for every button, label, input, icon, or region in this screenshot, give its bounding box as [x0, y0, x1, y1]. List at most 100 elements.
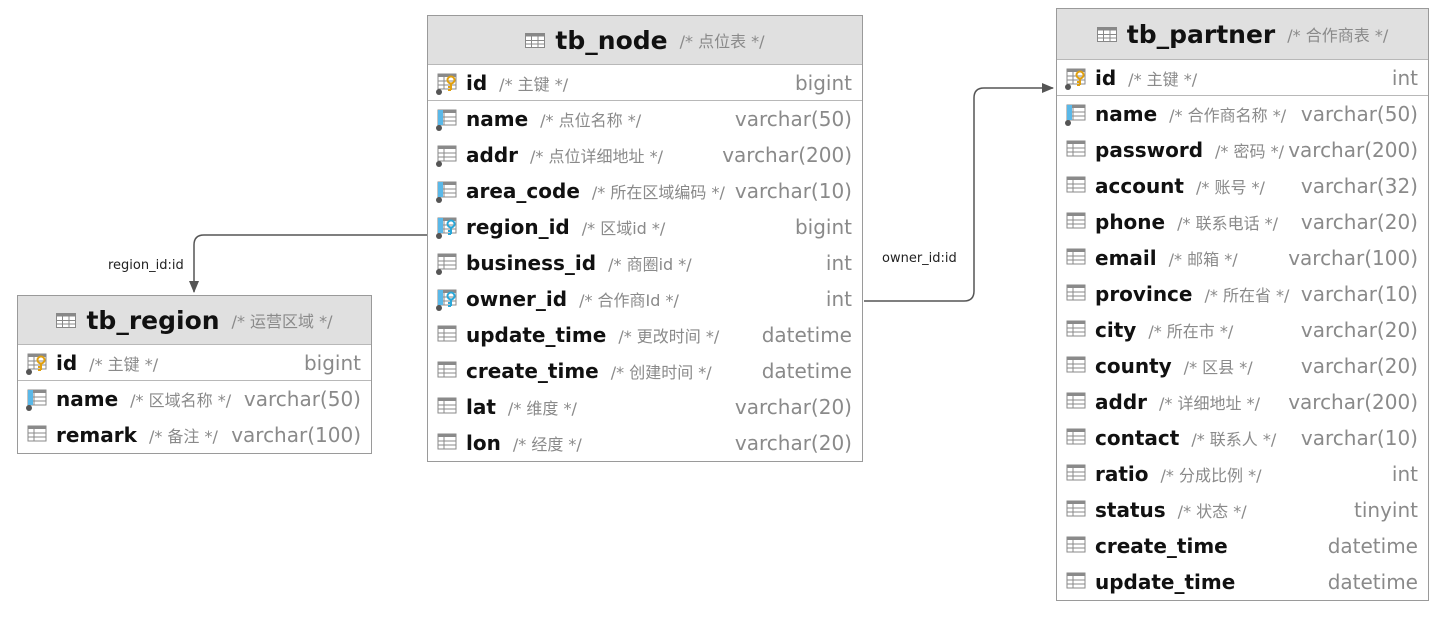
column-comment: /* 所在省 */	[1204, 286, 1290, 305]
column-icon	[436, 431, 460, 455]
table-tb-partner[interactable]: tb_partner /* 合作商表 */ id/* 主键 */int name…	[1056, 8, 1429, 601]
column-comment: /* 状态 */	[1177, 502, 1247, 521]
table-row[interactable]: addr /* 点位详细地址 */ varchar(200)	[428, 137, 862, 173]
column-type: varchar(50)	[1300, 102, 1418, 126]
table-row[interactable]: create_time/* 创建时间 */datetime	[428, 353, 862, 389]
table-row[interactable]: ratio/* 分成比例 */int	[1057, 456, 1428, 492]
column-comment: /* 备注 */	[148, 427, 218, 446]
column-type: varchar(50)	[243, 387, 361, 411]
table-row[interactable]: contact/* 联系人 */varchar(10)	[1057, 420, 1428, 456]
column-comment: /* 点位名称 */	[540, 111, 642, 130]
table-icon	[56, 312, 77, 328]
table-header[interactable]: tb_partner /* 合作商表 */	[1057, 9, 1428, 60]
table-header[interactable]: tb_region /* 运营区域 */	[18, 296, 371, 345]
column-icon	[1065, 174, 1089, 198]
table-row[interactable]: status/* 状态 */tinyint	[1057, 492, 1428, 528]
column-comment: /* 合作商Id */	[579, 291, 679, 310]
table-row[interactable]: remark/* 备注 */varchar(100)	[18, 417, 371, 453]
indexed-column-icon	[436, 107, 460, 131]
column-icon	[1065, 534, 1089, 558]
table-row[interactable]: create_time datetime	[1057, 528, 1428, 564]
column-icon	[1065, 210, 1089, 234]
column-type: varchar(200)	[722, 143, 852, 167]
table-tb-node[interactable]: tb_node /* 点位表 */ id/* 主键 */bigint name/…	[427, 15, 863, 462]
table-row[interactable]: province/* 所在省 */varchar(10)	[1057, 276, 1428, 312]
column-name: area_code	[466, 179, 580, 203]
table-row[interactable]: name /* 点位名称 */ varchar(50)	[428, 101, 862, 137]
column-comment: /* 联系人 */	[1191, 430, 1277, 449]
column-name: password	[1095, 138, 1204, 162]
column-type: datetime	[761, 359, 852, 383]
column-icon	[1065, 318, 1089, 342]
indexed-column-icon	[436, 179, 460, 203]
column-icon	[26, 423, 50, 447]
table-name: tb_region	[86, 305, 220, 335]
column-comment: /* 点位详细地址 */	[530, 147, 663, 166]
column-name: id	[1095, 65, 1117, 90]
column-name: account	[1095, 174, 1184, 198]
column-icon	[1065, 426, 1089, 450]
table-row[interactable]: region_id/* 区域id */bigint	[428, 209, 862, 245]
column-icon	[1065, 390, 1089, 414]
column-type: varchar(200)	[1288, 138, 1418, 162]
column-comment: /* 分成比例 */	[1160, 466, 1262, 485]
table-row[interactable]: business_id/* 商圈id */int	[428, 245, 862, 281]
column-type: varchar(32)	[1300, 174, 1418, 198]
column-comment: /* 主键 */	[89, 354, 159, 374]
column-name: create_time	[466, 359, 599, 383]
table-row[interactable]: email/* 邮箱 */varchar(100)	[1057, 240, 1428, 276]
table-row[interactable]: city/* 所在市 */varchar(20)	[1057, 312, 1428, 348]
column-comment: /* 商圈id */	[608, 255, 692, 274]
column-type: varchar(10)	[1300, 426, 1418, 450]
table-row[interactable]: name/* 区域名称 */varchar(50)	[18, 381, 371, 417]
column-name: name	[56, 387, 119, 411]
table-name: tb_node	[555, 25, 668, 55]
column-type: varchar(20)	[1300, 210, 1418, 234]
column-icon	[436, 323, 460, 347]
column-icon	[436, 395, 460, 419]
column-comment: /* 经度 */	[512, 435, 582, 454]
table-row[interactable]: account/* 账号 */varchar(32)	[1057, 168, 1428, 204]
column-type: datetime	[1327, 570, 1418, 594]
column-icon	[436, 359, 460, 383]
table-icon	[525, 32, 546, 48]
column-comment: /* 更改时间 */	[618, 327, 720, 346]
table-row[interactable]: area_code/* 所在区域编码 */varchar(10)	[428, 173, 862, 209]
column-name: update_time	[466, 323, 607, 347]
table-row[interactable]: phone/* 联系电话 */varchar(20)	[1057, 204, 1428, 240]
column-type: datetime	[761, 323, 852, 347]
column-type: int	[825, 251, 852, 275]
column-type: datetime	[1327, 534, 1418, 558]
table-comment: /* 合作商表 */	[1287, 26, 1389, 45]
column-comment: /* 邮箱 */	[1168, 250, 1238, 269]
column-type: varchar(200)	[1288, 390, 1418, 414]
table-row[interactable]: lat/* 维度 */varchar(20)	[428, 389, 862, 425]
column-icon	[1065, 138, 1089, 162]
column-name: name	[466, 107, 529, 131]
table-row[interactable]: id/* 主键 */bigint	[428, 65, 862, 101]
column-type: varchar(20)	[734, 431, 852, 455]
indexed-column-icon	[1065, 102, 1089, 126]
table-header[interactable]: tb_node /* 点位表 */	[428, 16, 862, 65]
column-name: create_time	[1095, 534, 1228, 558]
table-row[interactable]: addr/* 详细地址 */varchar(200)	[1057, 384, 1428, 420]
column-icon	[1065, 282, 1089, 306]
column-name: addr	[466, 143, 518, 167]
table-row[interactable]: lon/* 经度 */varchar(20)	[428, 425, 862, 461]
column-name: update_time	[1095, 570, 1236, 594]
table-row[interactable]: county/* 区县 */varchar(20)	[1057, 348, 1428, 384]
column-type: int	[1391, 65, 1418, 90]
table-row[interactable]: name/* 合作商名称 */varchar(50)	[1057, 96, 1428, 132]
table-row[interactable]: id/* 主键 */int	[1057, 60, 1428, 96]
column-type: varchar(50)	[734, 107, 852, 131]
table-tb-region[interactable]: tb_region /* 运营区域 */ id/* 主键 */bigint na…	[17, 295, 372, 454]
table-row[interactable]: password/* 密码 */varchar(200)	[1057, 132, 1428, 168]
link-region-connector[interactable]	[189, 234, 428, 293]
table-row[interactable]: update_time datetime	[1057, 564, 1428, 600]
table-row[interactable]: update_time /* 更改时间 */ datetime	[428, 317, 862, 353]
table-row[interactable]: id/* 主键 */bigint	[18, 345, 371, 381]
column-comment: /* 合作商名称 */	[1169, 106, 1287, 125]
link-owner-connector[interactable]	[864, 83, 1054, 302]
table-row[interactable]: owner_id/* 合作商Id */int	[428, 281, 862, 317]
indexed-column-icon	[26, 387, 50, 411]
